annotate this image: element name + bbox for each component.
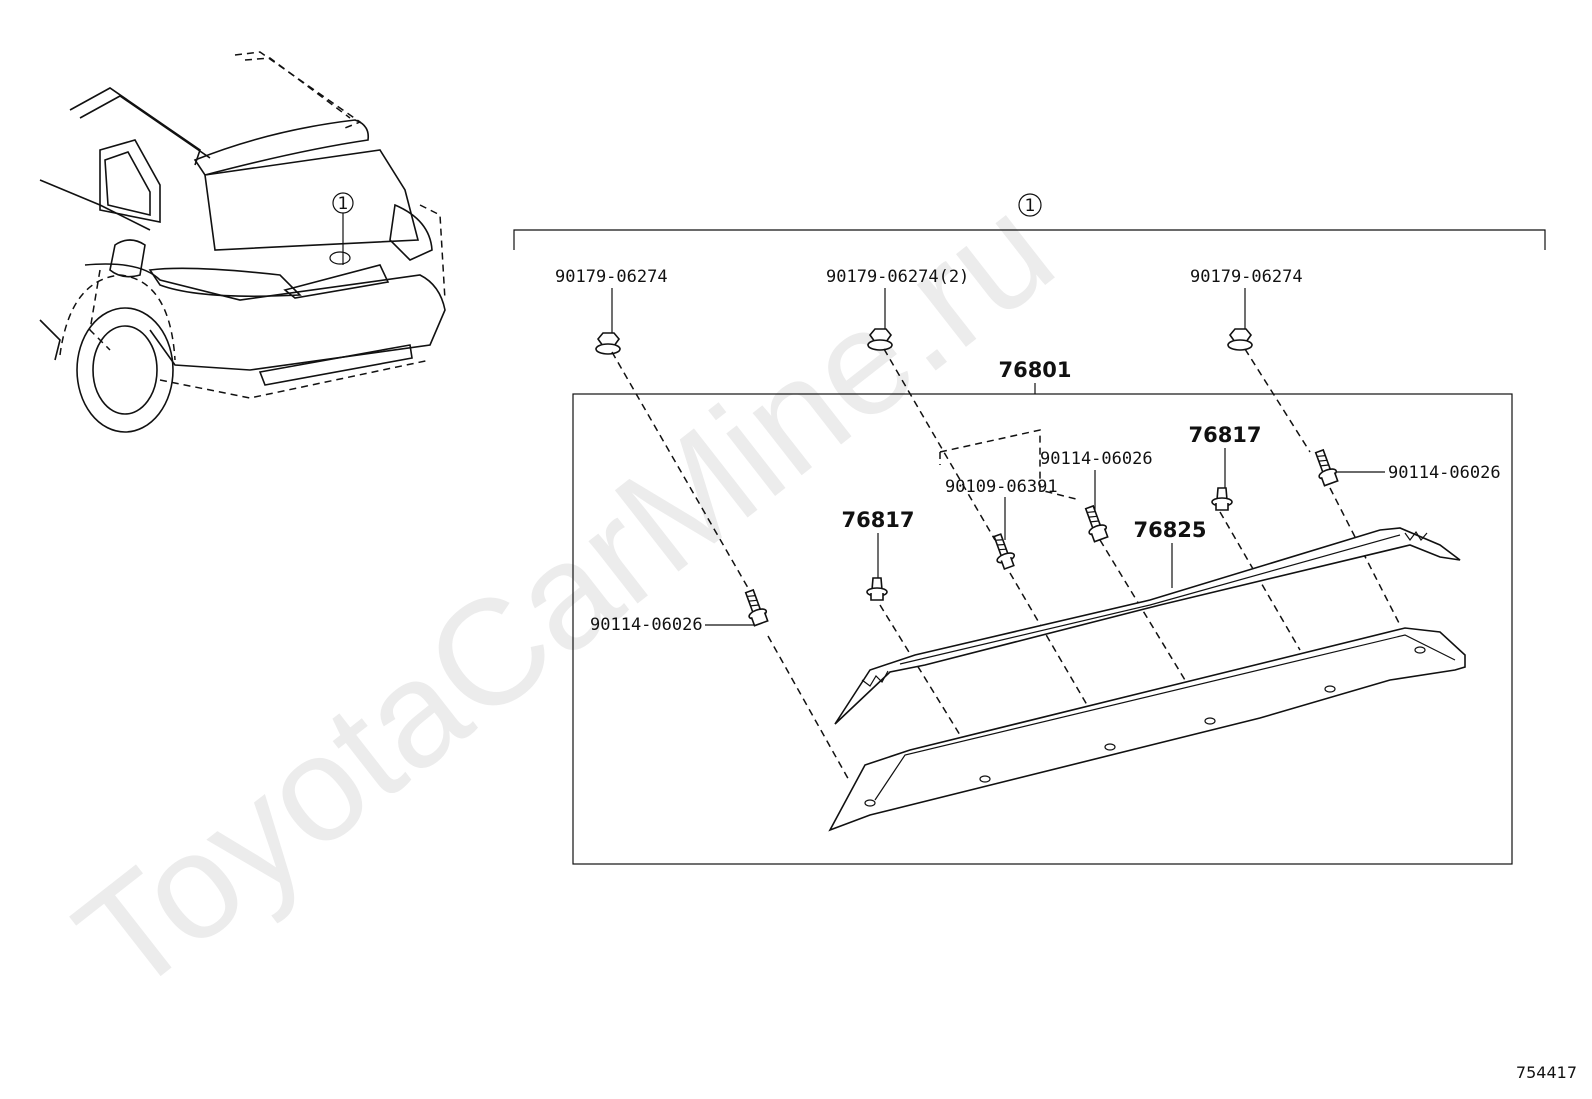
bolt-center [1084,504,1109,543]
assembly-box: 76801 [572,358,1513,865]
part-number-bolt-right: 90114-06026 [1388,463,1501,483]
reference-number: 754417 [1516,1063,1577,1082]
part-number-bolt-center: 90114-06026 [1040,449,1153,469]
part-number-nut-left: 90179-06274 [555,267,668,287]
part-number-bolt-left: 90114-06026 [590,615,703,635]
bolt-left [744,588,769,627]
part-number-nut-right: 90179-06274 [1190,267,1303,287]
nut-left [595,332,621,355]
clip-right [1211,487,1233,511]
assembly-marker-number: 1 [1025,196,1036,216]
assembly-label: 76801 [998,358,1071,382]
vehicle-rear-sketch: 1 [39,51,446,433]
part-number-screw: 90109-06391 [945,477,1058,497]
part-number-garnish: 76825 [1133,518,1206,542]
assembly-marker-circle [1018,193,1042,217]
part-number-nut-center: 90179-06274(2) [826,267,969,287]
clip-left [866,577,888,601]
part-number-clip-left: 76817 [841,508,914,532]
vehicle-marker-number: 1 [338,194,349,214]
bolt-right [1314,448,1339,487]
garnish-panel [828,627,1466,832]
part-number-clip-right: 76817 [1188,423,1261,447]
garnish-seal-strip [834,527,1461,725]
assembly-bracket: 1 [513,193,1546,250]
nut-right [1227,328,1253,351]
nut-center [867,328,893,351]
screw [993,533,1016,571]
